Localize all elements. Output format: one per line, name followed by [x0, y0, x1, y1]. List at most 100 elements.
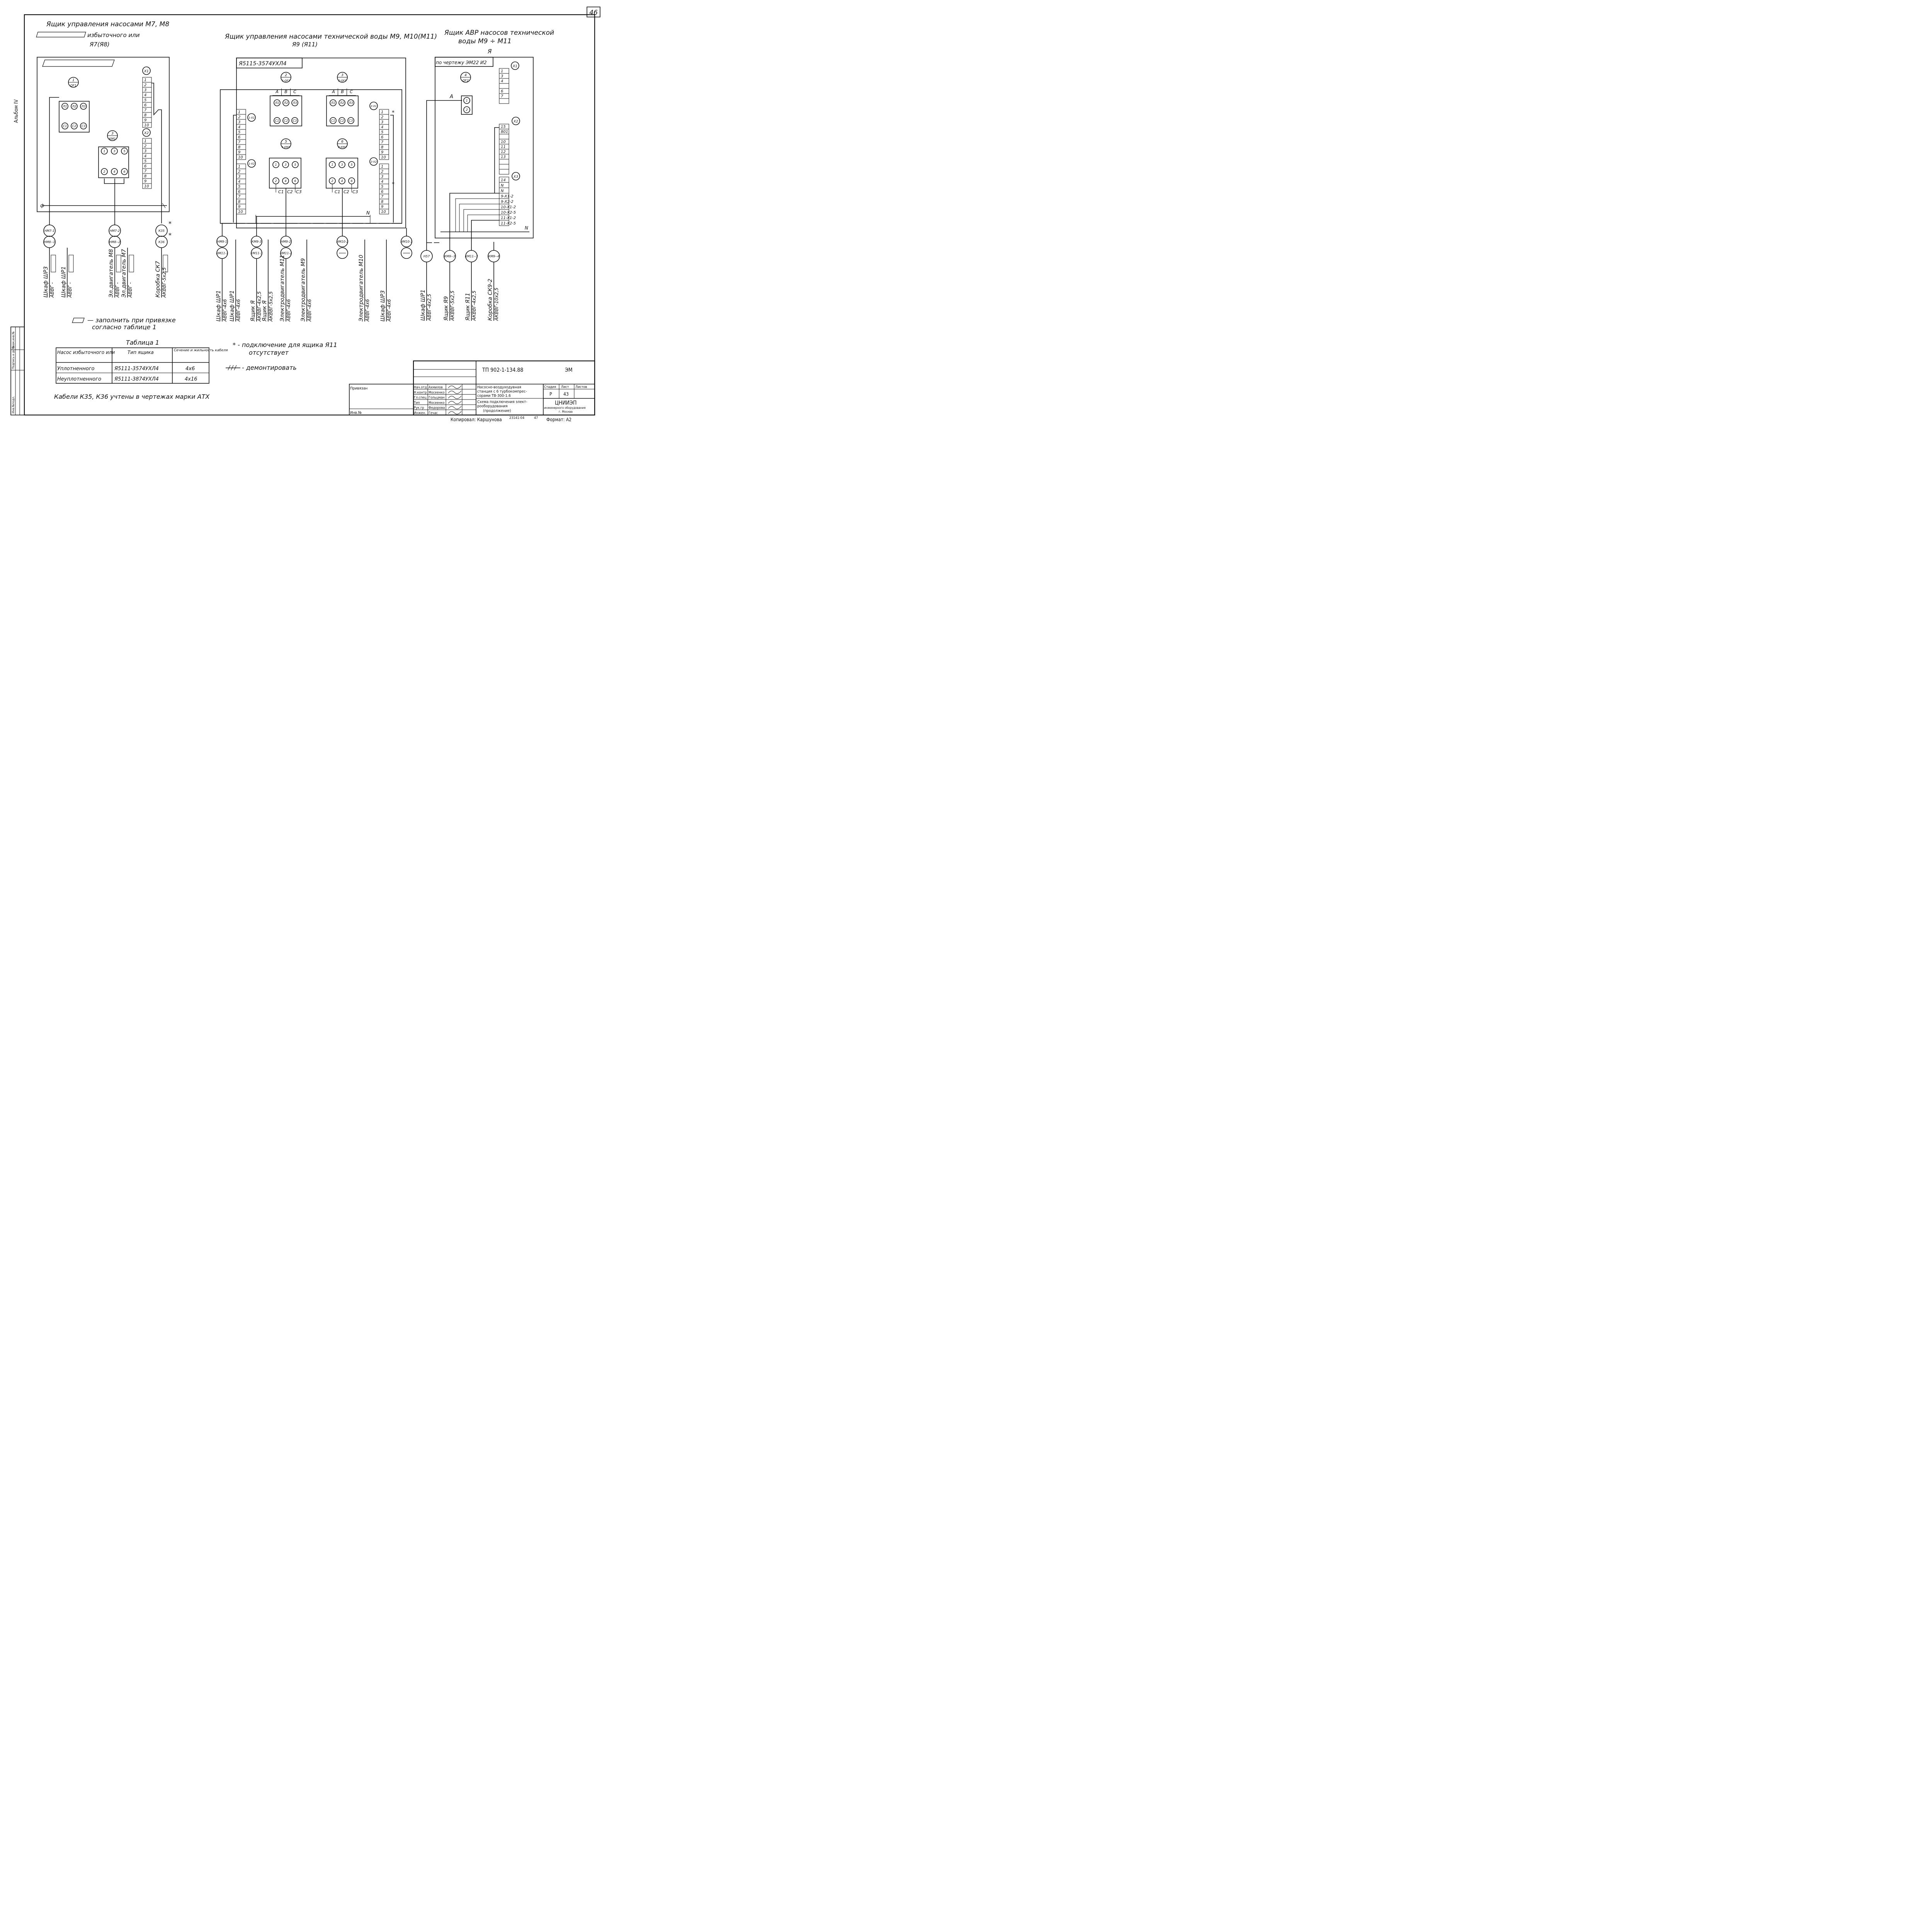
x1-terminal-label: 7	[144, 108, 147, 112]
terminal-2x1	[379, 154, 389, 160]
terminal-circle	[348, 161, 355, 168]
svg-text:Инв.№: Инв.№	[350, 411, 362, 415]
x2-terminal-label: 9	[144, 179, 146, 184]
svg-text:1: 1	[72, 78, 75, 82]
right-box-ref: по чертежу ЭМ22 И2	[436, 60, 487, 65]
cable-destination: Ящик Я9	[443, 296, 449, 321]
terminal-1x2-label: 4	[238, 180, 240, 184]
svg-text:N: N	[366, 210, 370, 216]
terminal-label: Л2	[71, 105, 76, 108]
cable-type: АКВВГ-4x2,5	[257, 291, 262, 322]
fill-field-icon	[129, 255, 134, 272]
table-cell: Я5111-3874УХЛ4	[114, 376, 159, 382]
x1-terminal-label: 4	[144, 93, 146, 97]
table-header: Сечение и жильность кабеля	[174, 349, 228, 352]
terminal-circle	[61, 103, 68, 110]
fill-field-icon	[42, 60, 115, 67]
terminal-label: С1	[275, 119, 279, 122]
terminal-2x2-label: 6	[381, 190, 383, 194]
phase-label: В	[284, 89, 287, 94]
terminal-label: Л3	[81, 105, 85, 108]
cable-destination: Электродвигатель M11	[279, 255, 286, 322]
cable-marker-label: КМ9-3	[252, 240, 262, 243]
avr-x3-terminal-label: 9-X1-2	[501, 194, 514, 199]
stamp-role: Тип	[413, 401, 420, 405]
output-label: С3	[296, 189, 302, 194]
terminal-2x1-label: 5	[381, 130, 383, 134]
cable-destination: Шкаф ШР1	[420, 289, 426, 321]
cable-type: АКВВГ-10x2,5	[494, 287, 499, 321]
terminal-1x2	[236, 209, 246, 214]
x1-terminal	[142, 122, 152, 128]
table-header: Насос избыточного или	[57, 350, 115, 355]
cable-type: АКВВГ-4x2,5	[471, 291, 477, 321]
cable-type: АВВГ-4x6	[386, 299, 392, 322]
avr-x1-terminal-label: 6	[501, 89, 503, 94]
terminal-circle	[61, 122, 68, 129]
cable-type: АКВВГ-5x2,5	[450, 291, 455, 321]
stamp-role: Н.контр	[414, 391, 427, 395]
stamp-name: Мосеенко	[429, 401, 445, 405]
terminal-label: Л2	[283, 101, 288, 105]
terminal-1x1-label: 6	[238, 135, 240, 139]
x2-terminal-label: 5	[144, 159, 146, 163]
terminal-2x2-label: 7	[381, 195, 384, 199]
terminal-1x2-label: 8	[238, 200, 240, 204]
terminal-2x1-label: 6	[381, 135, 383, 139]
svg-text:2: 2	[285, 73, 287, 77]
middle-box-subtitle: Я9 (Я11)	[292, 41, 318, 48]
terminal-label: 1	[331, 163, 333, 167]
table-header: Тип ящика	[128, 350, 154, 355]
svg-text:А: А	[449, 94, 453, 100]
terminal-label: С2	[72, 124, 77, 128]
cable-destination: Коробка СК9-2	[487, 279, 493, 321]
terminal-label: С3	[349, 119, 353, 122]
avr-x2-terminal-label: 801	[501, 130, 508, 134]
terminal-1x2-label: 9	[238, 205, 240, 209]
svg-text:QF1: QF1	[70, 84, 77, 87]
notes: — заполнить при привязке согласно таблиц…	[54, 316, 337, 400]
terminal-label: С3	[293, 119, 297, 122]
terminal-2x1-label: 9	[381, 150, 383, 155]
terminal-label: 1	[275, 163, 277, 167]
svg-text:сорами ТВ-300-1.6: сорами ТВ-300-1.6	[477, 394, 511, 398]
svg-text:3: 3	[341, 73, 344, 77]
cable-type: АВВГ-4x2,5	[427, 294, 432, 321]
terminal-2x2-label: 4	[381, 180, 383, 184]
output-label: С1	[278, 189, 284, 194]
cable-marker-label: К36	[158, 240, 165, 244]
cable-marker-label: НМ7-2	[110, 229, 120, 233]
cable-destination: Шкаф ШР1	[229, 290, 235, 321]
signature-scribble	[448, 411, 462, 415]
terminal-1x1-label: 9	[238, 150, 240, 155]
stamp-name: Гольцман	[429, 396, 445, 400]
cable-type: АВВГ-4x6	[286, 299, 291, 322]
cable-type: АВВГ -	[49, 282, 55, 298]
terminal-circle	[80, 122, 87, 129]
terminal-2x2-label: 3	[381, 175, 383, 179]
terminal-1x2-label: 2	[238, 170, 240, 174]
svg-text:отсутствует: отсутствует	[249, 349, 289, 356]
terminal-label: Л1	[62, 105, 67, 108]
svg-text:инженерного оборудования: инженерного оборудования	[544, 406, 585, 410]
terminal-2x1-label: 1	[381, 110, 383, 114]
terminal-label: Л1	[274, 101, 279, 105]
svg-text:X1: X1	[144, 70, 149, 73]
cable-destination: Шкаф ШР3	[380, 290, 386, 321]
terminal-circle	[330, 117, 337, 124]
x2-terminal-label: 6	[144, 164, 146, 168]
svg-text:2-X2: 2-X2	[371, 160, 377, 163]
terminal-label: 6	[294, 179, 296, 183]
svg-text:Кабели К35, К36 учтены в черте: Кабели К35, К36 учтены в чертежах марки …	[54, 393, 210, 400]
signature-scribble	[448, 396, 462, 399]
terminal-2x2	[379, 209, 389, 214]
cable-type: АВВГ -	[67, 282, 73, 298]
cable-destination: Ящик Я11	[465, 293, 471, 321]
terminal-1x1-label: 4	[238, 125, 240, 129]
cable-marker-label: КМ9--3	[444, 255, 456, 258]
svg-text:1-X2: 1-X2	[248, 162, 255, 165]
terminal-circle	[111, 168, 118, 175]
svg-text:Листов: Листов	[575, 385, 587, 389]
terminal-2x1-label: 7	[381, 140, 384, 145]
terminal-1x1-label: 2	[238, 115, 240, 119]
